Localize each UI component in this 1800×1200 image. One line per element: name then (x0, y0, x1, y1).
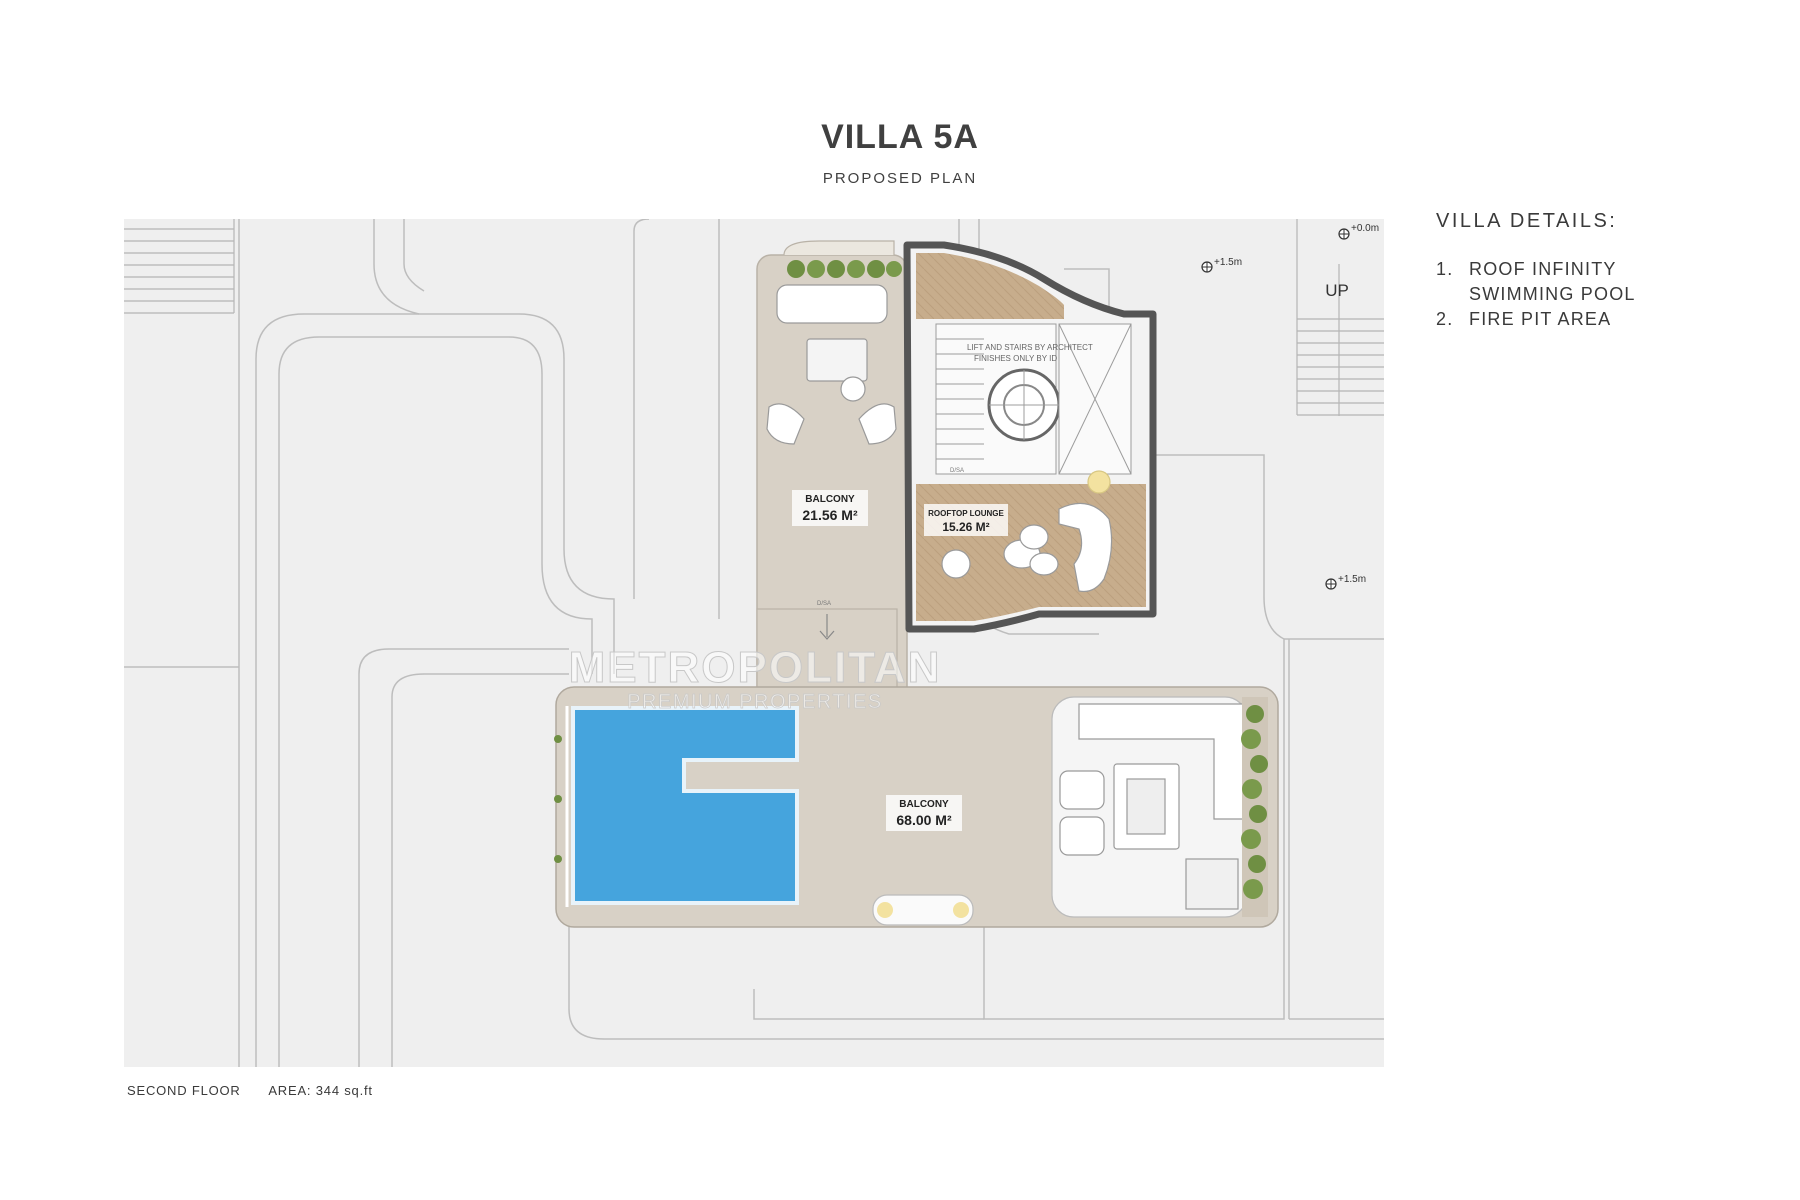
villa-details-heading: VILLA DETAILS: (1436, 210, 1618, 232)
room-name-balcony-upper: BALCONY (805, 494, 855, 505)
balcony-chair-right (858, 403, 897, 445)
left-planter (554, 735, 562, 863)
lounge-furniture (941, 470, 1113, 593)
lounge-pouf-2 (1019, 524, 1049, 550)
stair-note-line1: LIFT AND STAIRS BY ARCHITECT (967, 343, 1093, 352)
balcony-side-table (840, 376, 866, 402)
exterior-stairs-hatch (124, 219, 235, 314)
level-marker-label-1: +0.0m (1351, 223, 1379, 234)
lounge-armchair (941, 549, 971, 579)
bbq-counter (1185, 858, 1239, 910)
lounge-seat-2 (1059, 816, 1105, 856)
balcony-canopy (783, 240, 895, 256)
room-label-bg-1 (792, 490, 868, 526)
lounge-wood-floor-top (916, 253, 1064, 319)
plan-footer: SECOND FLOOR AREA: 344 sq.ft (127, 1083, 397, 1098)
room-label-bg-2 (924, 504, 1008, 536)
level-marker-2: +1.5m (1201, 257, 1242, 273)
area-label: AREA: 344 sq.ft (268, 1083, 373, 1098)
door-tag-1: D/SA (950, 468, 964, 474)
level-marker-label-3: +1.5m (1338, 574, 1366, 585)
balcony-sofa (776, 284, 888, 324)
room-label-bg-3 (886, 795, 962, 831)
lounge-pouf-3 (1029, 552, 1059, 576)
balcony-coffee-table (806, 338, 868, 382)
level-marker-label-2: +1.5m (1214, 257, 1242, 268)
villa-details-item-text: ROOF INFINITY SWIMMING POOL (1469, 259, 1636, 304)
watermark-sub: PREMIUM PROPERTIES (627, 691, 883, 713)
lounge-lamp (1087, 470, 1111, 494)
level-marker-3: +1.5m (1325, 574, 1366, 590)
room-name-rooftop-lounge: ROOFTOP LOUNGE (928, 509, 1004, 518)
stair-note-line2: FINISHES ONLY BY ID (974, 354, 1057, 363)
villa-details: VILLA DETAILS: 1. ROOF INFINITY SWIMMING… (1436, 210, 1766, 332)
lift-and-stairs (935, 323, 1132, 475)
fire-pit (1126, 778, 1166, 835)
balcony-planters (787, 260, 902, 278)
villa-details-item-number: 2. (1436, 309, 1454, 329)
bench (872, 894, 974, 926)
room-area-balcony-upper: 21.56 M² (802, 507, 858, 523)
villa-details-item: 1. ROOF INFINITY SWIMMING POOL (1436, 257, 1766, 307)
fire-pit-furniture (1059, 703, 1245, 910)
balcony-furniture (766, 284, 897, 445)
balcony-chair-left (766, 403, 805, 445)
lounge-seat-1 (1059, 770, 1105, 810)
lounge-curved-sofa (1058, 502, 1113, 593)
bench-light-right (953, 902, 969, 918)
watermark-main: METROPOLITAN (569, 643, 942, 692)
up-label: UP (1325, 281, 1349, 300)
infinity-pool (571, 706, 799, 905)
room-area-rooftop-lounge: 15.26 M² (942, 520, 989, 534)
page-subtitle: PROPOSED PLAN (822, 170, 978, 187)
villa-details-list: 1. ROOF INFINITY SWIMMING POOL 2. FIRE P… (1436, 257, 1766, 332)
exterior-stairs-right (1296, 219, 1384, 416)
villa-details-item-text: FIRE PIT AREA (1469, 309, 1612, 329)
door-tag-2: D/SA (817, 601, 831, 607)
right-planter (1241, 697, 1268, 917)
bench-light-left (877, 902, 893, 918)
room-area-balcony-lower: 68.00 M² (896, 812, 952, 828)
villa-details-item: 2. FIRE PIT AREA (1436, 307, 1766, 332)
level-marker-1: +0.0m (1338, 223, 1379, 240)
page-title: VILLA 5A (821, 118, 979, 156)
floor-plan: LIFT AND STAIRS BY ARCHITECT FINISHES ON… (124, 219, 1384, 1067)
villa-details-item-number: 1. (1436, 259, 1454, 279)
room-name-balcony-lower: BALCONY (899, 799, 949, 810)
floor-plan-drawing: LIFT AND STAIRS BY ARCHITECT FINISHES ON… (124, 219, 1384, 1067)
floor-label: SECOND FLOOR (127, 1083, 241, 1098)
